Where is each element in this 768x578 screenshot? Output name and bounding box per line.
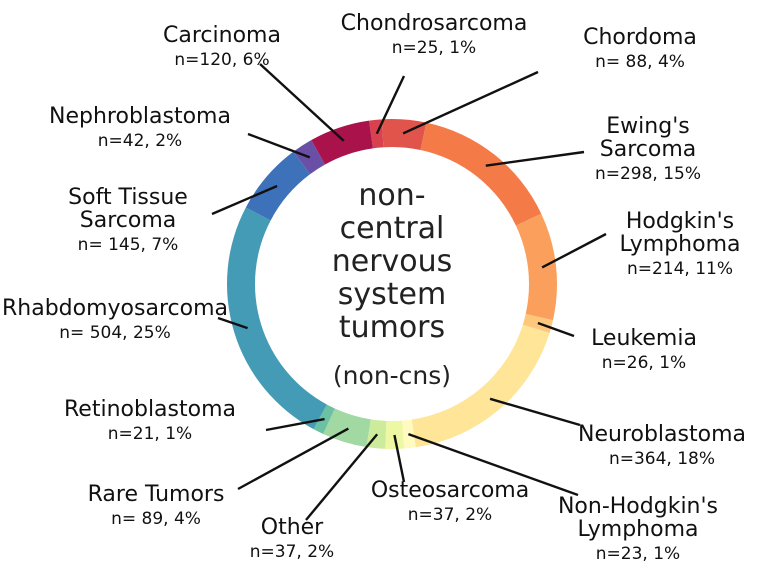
leader-lines — [211, 63, 607, 521]
slice-label-name: Sarcoma — [600, 137, 696, 162]
slice-chordoma — [381, 119, 427, 150]
slice-label-name: Other — [261, 515, 324, 540]
slice-osteosarcoma — [385, 420, 405, 449]
slice-label-name: Retinoblastoma — [64, 397, 236, 422]
slice-label-stat: n=37, 2% — [408, 505, 492, 525]
slice-label-name: Lymphoma — [620, 232, 741, 257]
leader-line — [217, 316, 248, 330]
center-label-line-1: non- — [358, 178, 425, 213]
leader-line — [265, 417, 325, 432]
slice-label-stat: n=37, 2% — [250, 542, 334, 562]
center-label-line-2: central — [340, 211, 445, 246]
slice-carcinoma — [311, 120, 373, 165]
leader-line — [247, 132, 311, 159]
slice-label-stat: n=42, 2% — [98, 131, 182, 151]
leader-line — [402, 70, 539, 135]
slice-label-name: Leukemia — [591, 326, 697, 351]
slice-label-stat: n=26, 1% — [602, 353, 686, 373]
leader-line — [259, 63, 345, 142]
slice-label-name: Ewing's — [606, 114, 689, 139]
slice-label-stat: n=298, 15% — [595, 164, 701, 184]
slice-label-stat: n= 89, 4% — [111, 509, 201, 529]
leader-line — [489, 397, 581, 427]
slice-label-name: Rhabdomyosarcoma — [2, 296, 228, 321]
leader-line — [211, 184, 278, 216]
slice-label-name: Neuroblastoma — [578, 422, 746, 447]
slice-ewing-s-sarcoma — [420, 122, 542, 226]
center-sublabel: (non-cns) — [333, 361, 451, 390]
leader-line — [407, 432, 579, 497]
leader-line — [305, 433, 379, 521]
slice-label-name: Rare Tumors — [88, 482, 225, 507]
slice-label-stat: n=21, 1% — [108, 424, 192, 444]
slice-label-name: Nephroblastoma — [49, 104, 231, 129]
leader-line — [537, 321, 575, 338]
slice-label-stat: n=214, 11% — [627, 259, 733, 279]
center-label-line-5: tumors — [339, 310, 445, 345]
slice-label-name: Chondrosarcoma — [341, 11, 528, 36]
slice-label-stat: n=25, 1% — [392, 38, 476, 58]
slice-label-name: Osteosarcoma — [371, 478, 529, 503]
slice-soft-tissue-sarcoma — [245, 151, 311, 221]
slice-neuroblastoma — [411, 324, 550, 448]
slice-label-stat: n= 504, 25% — [59, 323, 170, 343]
slice-hodgkin-s-lymphoma — [515, 213, 557, 321]
slice-label-stat: n=23, 1% — [596, 544, 680, 564]
leader-line — [541, 232, 607, 269]
center-label: non- central nervous system tumors (non-… — [332, 178, 453, 390]
slice-label-stat: n= 88, 4% — [595, 52, 685, 72]
slice-label-name: Non-Hodgkin's — [558, 494, 718, 519]
center-label-line-3: nervous — [332, 244, 453, 279]
slice-label-stat: n= 145, 7% — [78, 235, 179, 255]
slice-label-name: Soft Tissue — [68, 185, 188, 210]
slice-label-name: Carcinoma — [163, 23, 281, 48]
leader-line — [393, 434, 406, 483]
slice-label-name: Chordoma — [583, 25, 697, 50]
slice-label-name: Hodgkin's — [626, 209, 734, 234]
leader-line — [237, 427, 349, 491]
center-label-line-4: system — [338, 277, 446, 312]
slice-label-stat: n=120, 6% — [174, 50, 269, 70]
leader-line — [485, 150, 585, 167]
slice-label-name: Lymphoma — [578, 517, 699, 542]
slice-label-name: Sarcoma — [80, 208, 176, 233]
slice-rhabdomyosarcoma — [226, 207, 327, 430]
slice-label-stat: n=364, 18% — [609, 449, 715, 469]
leader-line — [375, 75, 406, 135]
slice-rare-tumors — [323, 408, 371, 448]
